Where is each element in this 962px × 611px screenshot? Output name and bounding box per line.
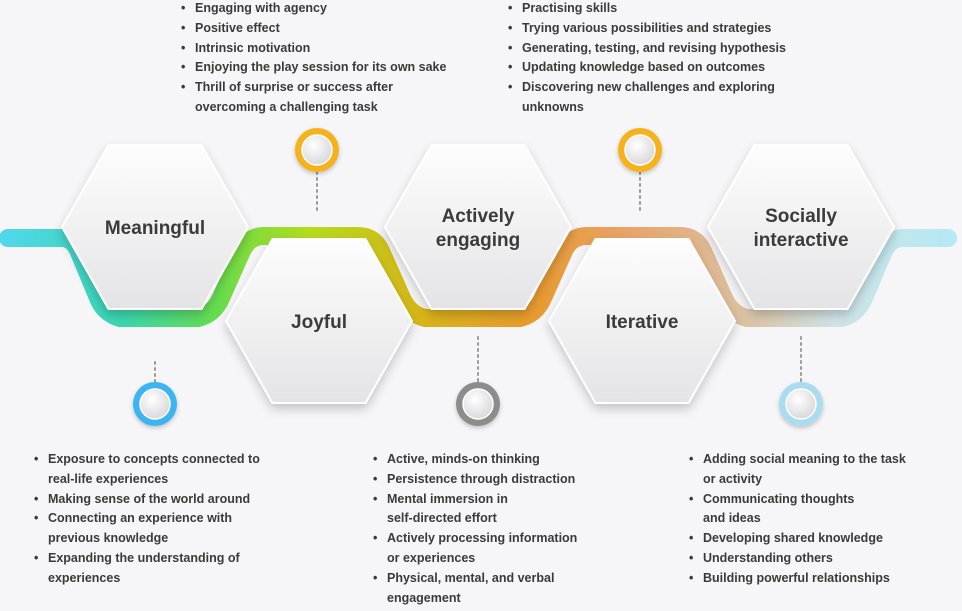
bullet-text: unknowns	[522, 99, 584, 114]
bullet-item: Mental immersion in self-directed effort	[373, 490, 663, 530]
bullet-item: Exposure to concepts connected to real-li…	[34, 450, 324, 490]
marker-meaningful	[133, 382, 177, 426]
hexagon-iterative: Iterative	[548, 238, 736, 404]
bullet-item: Building powerful relationships	[689, 569, 959, 589]
bullet-item: Updating knowledge based on outcomes	[508, 58, 838, 78]
hexagon-shape	[225, 238, 413, 404]
hexagon-label: Socially	[765, 206, 837, 227]
marker-center	[785, 388, 817, 420]
bullets-socially-interactive: Adding social meaning to the task or acti…	[689, 450, 959, 589]
hexagon-label: Iterative	[606, 312, 679, 333]
hexagon-label: Meaningful	[105, 218, 205, 239]
bullet-text: Active, minds-on thinking	[387, 452, 540, 466]
bullet-item: Engaging with agency	[181, 0, 501, 19]
bullet-text: Generating, testing, and revising hypoth…	[522, 40, 786, 55]
bullet-text: Physical, mental, and verbal	[387, 570, 555, 585]
bullet-text: Expanding the understanding of	[48, 550, 240, 565]
bullet-text: Thrill of surprise or success after	[195, 80, 393, 95]
bullet-text: engagement	[387, 590, 461, 605]
bullet-item: Generating, testing, and revising hypoth…	[508, 39, 838, 59]
bullet-text: and ideas	[703, 511, 761, 526]
hexagon-shape	[384, 144, 572, 310]
bullet-text: Positive effect	[195, 20, 280, 35]
bullet-item: Intrinsic motivation	[181, 39, 501, 59]
bullet-text: Building powerful relationships	[703, 570, 890, 585]
marker-center	[624, 134, 656, 166]
bullet-item: Discovering new challenges and exploring…	[508, 78, 838, 118]
bullet-text: Trying various possibilities and strateg…	[522, 20, 772, 35]
marker-actively-engaging	[456, 382, 500, 426]
bullet-text: self-directed effort	[387, 511, 497, 526]
marker-center	[301, 134, 333, 166]
bullet-text: Making sense of the world around	[48, 491, 251, 506]
progress-ribbon	[0, 227, 957, 327]
bullet-item: Actively processing information or experi…	[373, 529, 663, 569]
bullet-text: or activity	[703, 471, 763, 486]
hexagon-label: engaging	[436, 230, 520, 251]
bullet-item: Connecting an experience with previous kn…	[34, 509, 324, 549]
hexagon-label: Actively	[442, 206, 515, 227]
bullet-item: Expanding the understanding of experience…	[34, 549, 324, 589]
bullet-text: Engaging with agency	[195, 1, 327, 15]
bullet-text: Exposure to concepts connected to	[48, 452, 260, 466]
hexagon-shape	[707, 144, 895, 310]
bullet-item: Understanding others	[689, 549, 959, 569]
bullets-iterative: Practising skillsTrying various possibil…	[508, 0, 838, 118]
marker-joyful	[295, 128, 339, 172]
bullet-item: Enjoying the play session for its own sa…	[181, 58, 501, 78]
marker-center	[462, 388, 494, 420]
bullet-text: experiences	[48, 570, 121, 585]
bullet-text: Connecting an experience with	[48, 511, 233, 526]
bullet-item: Thrill of surprise or success after overc…	[181, 78, 501, 118]
bullet-text: Adding social meaning to the task	[703, 452, 906, 466]
bullet-item: Persistence through distraction	[373, 470, 663, 490]
bullets-actively-engaging: Active, minds-on thinkingPersistence thr…	[373, 450, 663, 608]
bullets-joyful: Engaging with agencyPositive effectIntri…	[181, 0, 501, 118]
bullet-text: Enjoying the play session for its own sa…	[195, 60, 447, 75]
bullets-meaningful: Exposure to concepts connected to real-li…	[34, 450, 324, 589]
marker-center	[139, 388, 171, 420]
marker-iterative	[618, 128, 662, 172]
bullet-text: overcoming a challenging task	[195, 99, 378, 114]
bullet-text: Actively processing information	[387, 531, 578, 546]
bullet-text: previous knowledge	[48, 531, 169, 546]
hexagon-actively-engaging: Actively engaging	[384, 144, 572, 310]
bullet-text: or experiences	[387, 550, 476, 565]
bullet-item: Adding social meaning to the task or acti…	[689, 450, 959, 490]
bullet-item: Practising skills	[508, 0, 838, 19]
bullet-text: Developing shared knowledge	[703, 531, 883, 546]
bullet-text: Intrinsic motivation	[195, 40, 311, 55]
bullet-text: Mental immersion in	[387, 491, 508, 506]
bullet-text: real-life experiences	[48, 471, 169, 486]
bullet-text: Updating knowledge based on outcomes	[522, 60, 766, 75]
bullet-item: Making sense of the world around	[34, 490, 324, 510]
hexagon-meaningful: Meaningful	[61, 144, 249, 310]
hexagon-socially-interactive: Socially interactive	[707, 144, 895, 310]
hexagon-joyful: Joyful	[225, 238, 413, 404]
bullet-text: Understanding others	[703, 550, 833, 565]
bullet-text: Persistence through distraction	[387, 471, 576, 486]
bullet-item: Trying various possibilities and strateg…	[508, 19, 838, 39]
bullet-item: Developing shared knowledge	[689, 529, 959, 549]
bullet-item: Active, minds-on thinking	[373, 450, 663, 470]
bullet-text: Practising skills	[522, 1, 618, 15]
marker-socially-interactive	[779, 382, 823, 426]
bullet-text: Discovering new challenges and exploring	[522, 80, 775, 95]
bullet-text: Communicating thoughts	[703, 491, 855, 506]
bullet-item: Positive effect	[181, 19, 501, 39]
hexagon-shape	[548, 238, 736, 404]
bullet-item: Communicating thoughts and ideas	[689, 490, 959, 530]
hexagon-shape	[61, 144, 249, 310]
hexagon-label: Joyful	[291, 312, 347, 333]
hexagon-label: interactive	[753, 230, 848, 251]
bullet-item: Physical, mental, and verbal engagement	[373, 569, 663, 609]
